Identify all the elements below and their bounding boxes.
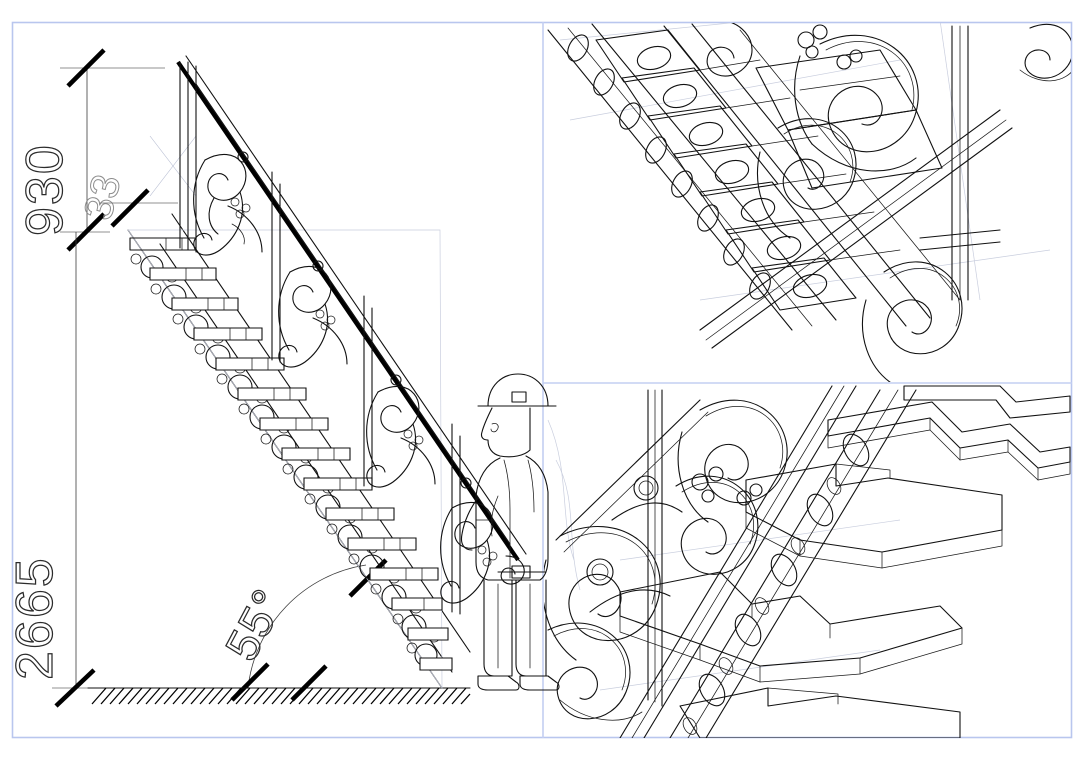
scroll-panel — [440, 501, 498, 604]
dimension-930-label: 930 — [16, 143, 74, 236]
wrought-iron-scrollwork — [193, 153, 525, 604]
dimension-33-note: 33 — [76, 135, 197, 228]
handrail-post-3d — [647, 389, 663, 707]
secondary-stringer-3d — [663, 23, 961, 327]
diagonal-brace-3d-lower — [555, 399, 709, 553]
baluster-posts — [179, 61, 461, 615]
dimension-930: 930 — [15, 48, 165, 252]
tread-row — [149, 267, 217, 314]
alternating-tread — [745, 463, 1003, 569]
tread-row — [419, 657, 453, 671]
stair-assembly-elevation — [127, 55, 527, 690]
scroll-volute-group-3d-lower — [544, 399, 788, 721]
scale-figure — [460, 373, 560, 691]
alternating-tread-group — [619, 385, 1071, 738]
ground-hatching — [87, 664, 471, 705]
tread-row — [303, 477, 373, 524]
tread-row — [259, 417, 329, 464]
diagonal-brace-3d — [699, 109, 1013, 349]
scroll-panel — [193, 153, 263, 256]
scroll-panel — [366, 385, 436, 488]
tread-row — [325, 507, 395, 554]
drawing-frame — [11, 21, 1073, 739]
alternating-tread — [679, 687, 961, 738]
alternating-tread — [903, 385, 1071, 419]
tread-row — [406, 627, 449, 667]
newel-post-3d — [919, 25, 1001, 301]
scroll-panel — [278, 265, 348, 368]
scroll-volute-group-3d — [706, 23, 1071, 382]
handrail — [176, 55, 527, 562]
alternating-tread — [827, 401, 1071, 481]
alternating-tread — [619, 571, 963, 683]
step-soffit-group — [595, 29, 901, 311]
dimension-2665-label: 2665 — [6, 556, 64, 680]
dimension-2665: 2665 — [5, 232, 104, 708]
tread-row — [171, 297, 239, 344]
perforated-stringer-3d — [547, 23, 837, 331]
perforated-stringer-3d-lower — [669, 389, 917, 738]
tread-group — [129, 237, 453, 671]
